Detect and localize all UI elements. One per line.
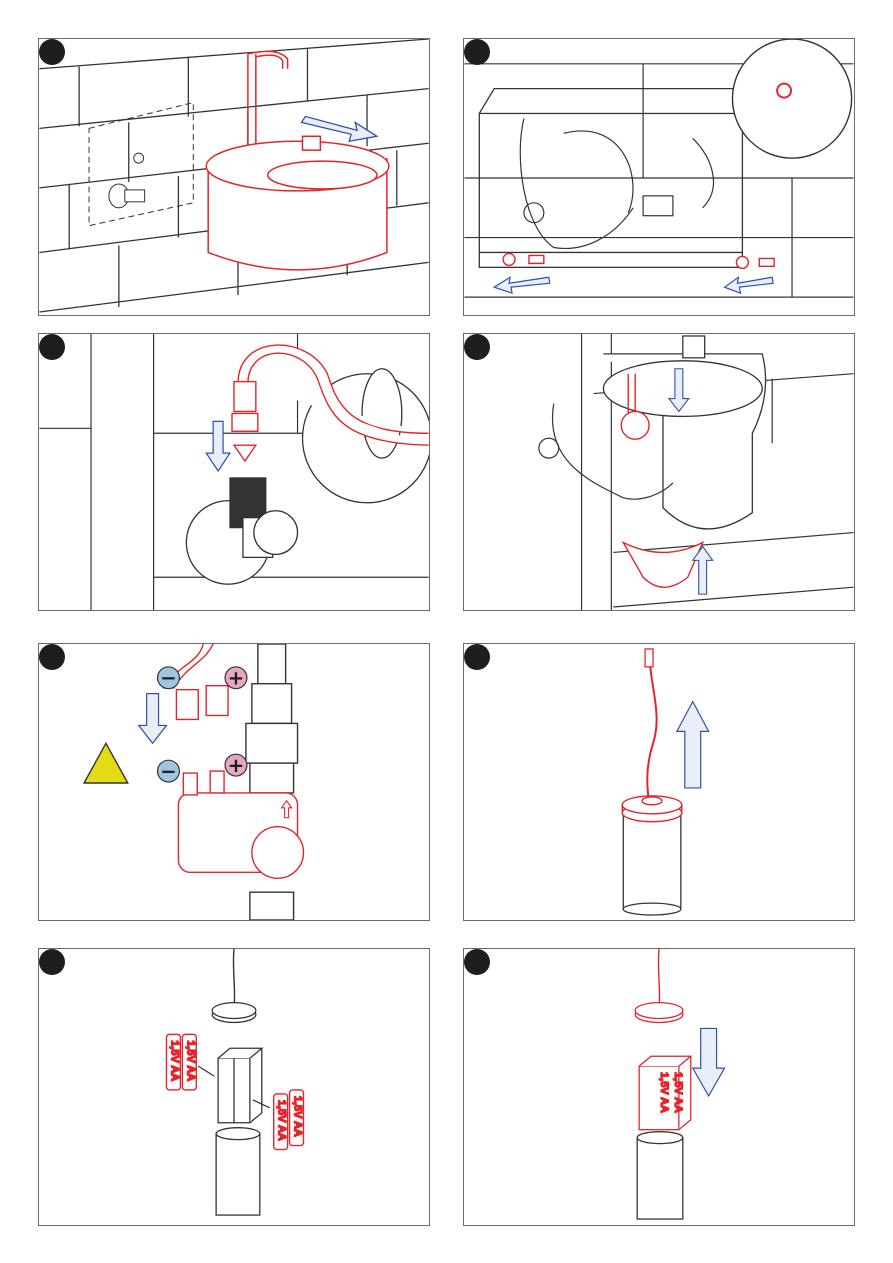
step-panel-6 bbox=[463, 643, 855, 921]
battery-box-removal-illustration bbox=[464, 644, 854, 920]
supply-hoses bbox=[520, 118, 713, 248]
bracket-hole bbox=[134, 153, 144, 163]
step-panel-2 bbox=[463, 38, 855, 316]
battery-housing bbox=[623, 815, 681, 915]
step-panel-3 bbox=[38, 333, 430, 611]
supply-hose bbox=[539, 403, 673, 499]
step-number-badge bbox=[464, 949, 490, 975]
battery-label: 1,5V AA bbox=[168, 1040, 180, 1081]
step-number-badge bbox=[39, 644, 65, 670]
battery-label: 1,5V AA bbox=[292, 1096, 304, 1137]
warning-icon bbox=[84, 743, 128, 783]
direction-arrow-icon bbox=[494, 277, 550, 293]
detail-screw-highlight bbox=[777, 84, 791, 98]
battery-label: 1,5V AA bbox=[658, 1072, 670, 1113]
step-number-badge bbox=[39, 334, 65, 360]
battery-cable bbox=[647, 649, 656, 803]
insert-arrow-icon bbox=[198, 1066, 214, 1076]
battery-right: 1,5V AA 1,5V AA bbox=[274, 1090, 304, 1150]
bracket-fixing-illustration bbox=[464, 39, 854, 315]
step-panel-1 bbox=[38, 38, 430, 316]
fixing-screws bbox=[503, 253, 774, 268]
battery-housing bbox=[216, 1128, 260, 1215]
step-panel-7: 1,5V AA 1,5V AA 1,5V AA 1,5V AA bbox=[38, 948, 430, 1226]
battery-label: 1,5V AA bbox=[276, 1100, 288, 1141]
battery-lid-highlight bbox=[635, 1003, 683, 1023]
angle-valve bbox=[186, 478, 297, 584]
detail-zoom-circle bbox=[732, 39, 851, 158]
hose-connection-illustration bbox=[39, 334, 429, 610]
drain-pipe-end bbox=[362, 369, 402, 458]
direction-arrow-icon bbox=[725, 277, 774, 293]
battery-pack-highlight: 1,5V AA 1,5V AA bbox=[639, 1056, 691, 1129]
battery-lid-highlight bbox=[622, 796, 682, 822]
plus-terminal-icon: + bbox=[225, 754, 247, 777]
basin-mounting-illustration bbox=[39, 39, 429, 315]
direction-arrow-icon bbox=[139, 694, 167, 744]
direction-arrow-icon bbox=[693, 1028, 725, 1096]
battery-left: 1,5V AA 1,5V AA bbox=[166, 1034, 196, 1090]
water-pipe bbox=[246, 644, 298, 920]
minus-sign-label: − bbox=[160, 760, 177, 783]
step-number-badge bbox=[39, 949, 65, 975]
step-number-badge bbox=[464, 334, 490, 360]
direction-arrow-icon bbox=[677, 702, 709, 788]
plus-terminal-icon: + bbox=[225, 667, 247, 690]
direction-arrow-icon bbox=[206, 421, 230, 471]
drain-fitting-illustration bbox=[464, 334, 854, 610]
step-number-badge bbox=[464, 39, 490, 65]
basin-highlight bbox=[206, 51, 389, 269]
battery-housing bbox=[637, 1132, 683, 1219]
step-panel-4 bbox=[463, 333, 855, 611]
battery-box-closing-illustration: 1,5V AA 1,5V AA bbox=[464, 949, 854, 1225]
step-panel-5: − + − + bbox=[38, 643, 430, 921]
minus-terminal-icon: − bbox=[158, 760, 180, 783]
angle-valve bbox=[109, 184, 145, 208]
mounting-template bbox=[89, 103, 193, 226]
minus-sign-label: − bbox=[160, 667, 177, 690]
step-number-badge bbox=[39, 39, 65, 65]
cable-connector bbox=[645, 649, 653, 667]
battery-label: 1,5V AA bbox=[184, 1040, 196, 1081]
minus-terminal-icon: − bbox=[158, 667, 180, 690]
battery-lid bbox=[212, 1003, 256, 1023]
battery-cable bbox=[658, 949, 659, 1009]
battery-cable bbox=[233, 949, 234, 1009]
step-number-badge bbox=[464, 644, 490, 670]
battery-insertion-illustration: 1,5V AA 1,5V AA 1,5V AA 1,5V AA bbox=[39, 949, 429, 1225]
plus-sign-label: + bbox=[228, 754, 245, 777]
solenoid-wiring-illustration: − + − + bbox=[39, 644, 429, 920]
plus-sign-label: + bbox=[228, 667, 245, 690]
battery-label: 1,5V AA bbox=[672, 1072, 684, 1113]
battery-holder bbox=[218, 1048, 262, 1122]
step-panel-8: 1,5V AA 1,5V AA bbox=[463, 948, 855, 1226]
